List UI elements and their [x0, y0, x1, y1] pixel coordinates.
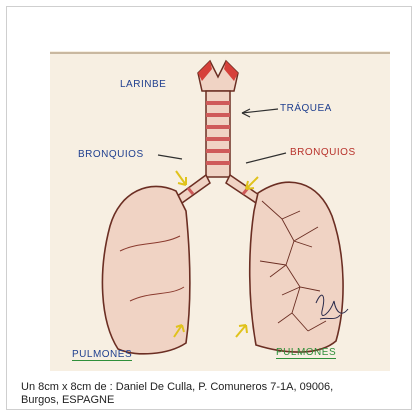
artwork-card: LARINBE TRÁQUEA BRONQUIOS BRONQUIOS PULM…	[6, 6, 412, 410]
caption: Un 8cm x 8cm de : Daniel De Culla, P. Co…	[21, 381, 413, 407]
label-bronquios-right: BRONQUIOS	[290, 147, 356, 158]
lung-drawing-svg	[50, 51, 390, 371]
label-larinbe: LARINBE	[120, 79, 166, 90]
label-pulmones-left: PULMONES	[72, 349, 132, 361]
label-bronquios-left: BRONQUIOS	[78, 149, 144, 160]
trachea	[206, 91, 230, 177]
left-lung	[102, 186, 189, 353]
lung-drawing: LARINBE TRÁQUEA BRONQUIOS BRONQUIOS PULM…	[50, 51, 390, 371]
label-traquea: TRÁQUEA	[280, 103, 332, 114]
label-pulmones-right: PULMONES	[276, 347, 336, 359]
caption-line-2: Burgos, ESPAGNE	[21, 394, 114, 406]
right-lung	[250, 182, 343, 352]
caption-line-1: Un 8cm x 8cm de : Daniel De Culla, P. Co…	[21, 381, 333, 393]
